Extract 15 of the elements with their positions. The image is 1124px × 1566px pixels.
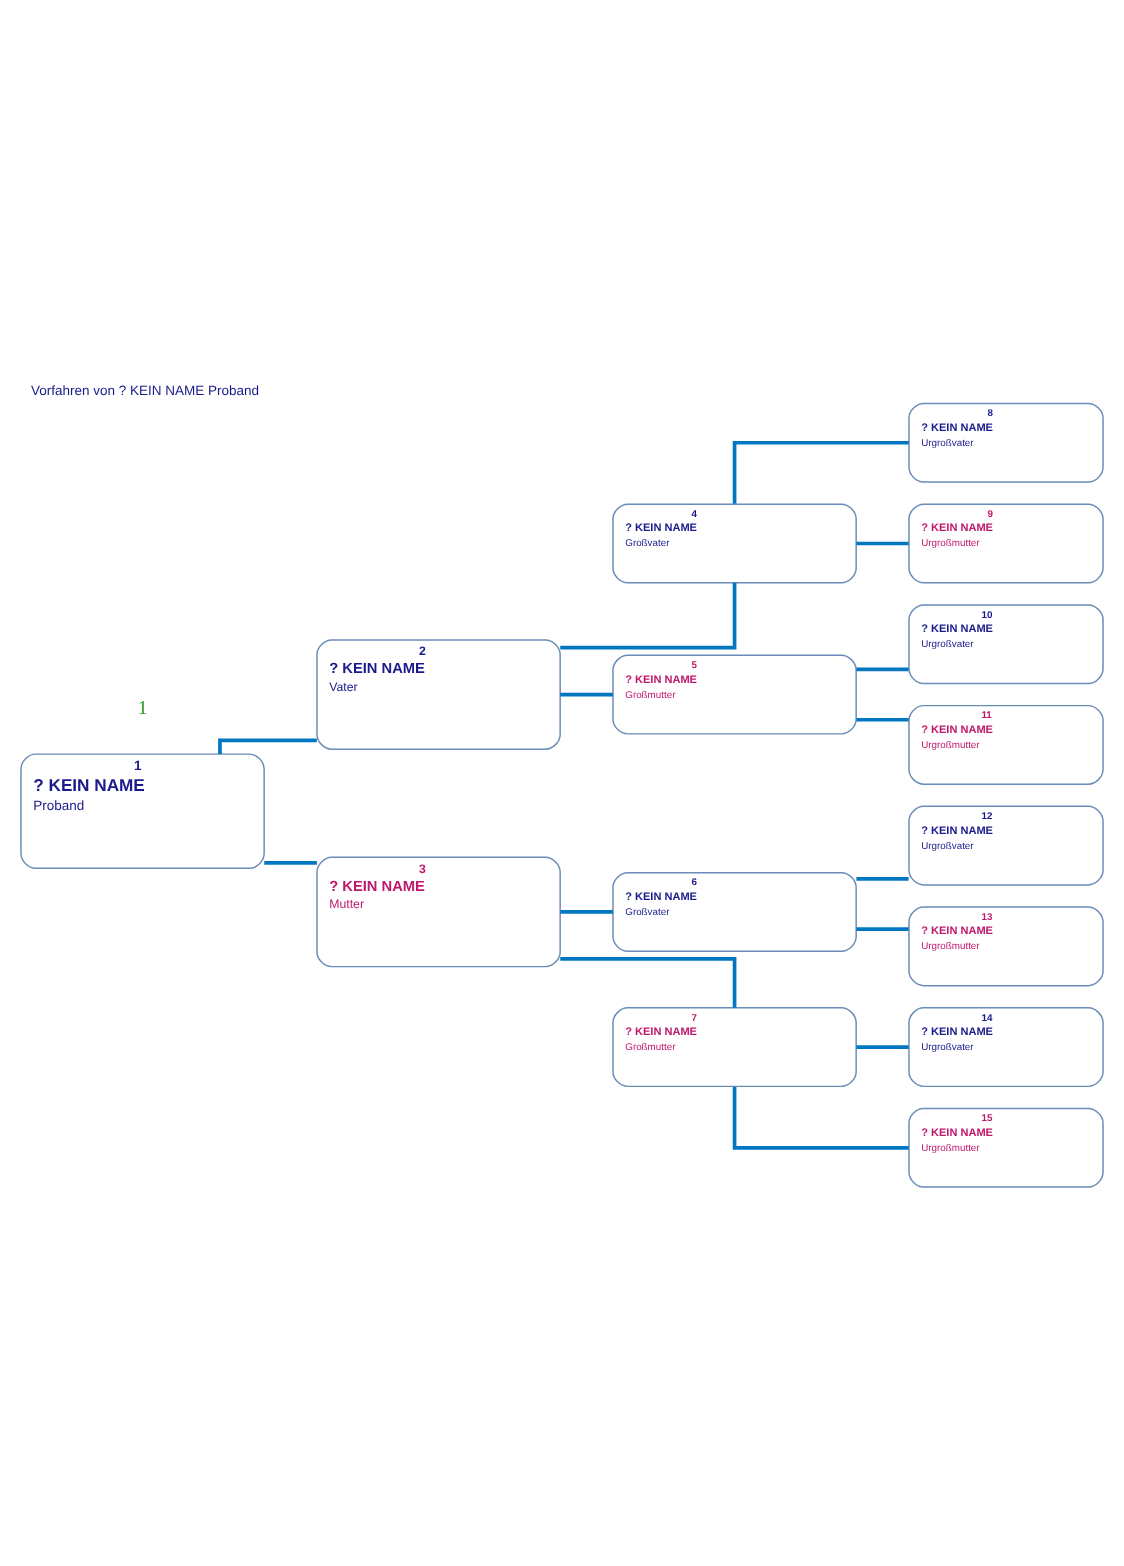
connector — [856, 667, 909, 672]
connector — [264, 861, 317, 865]
connector — [732, 440, 909, 504]
connector — [856, 1045, 909, 1049]
connector — [856, 717, 909, 722]
connector — [856, 541, 909, 546]
connector — [560, 692, 613, 697]
connector — [560, 582, 737, 650]
label: 1 — [137, 697, 148, 720]
connector — [560, 957, 737, 1008]
connector — [732, 1086, 909, 1150]
connector — [856, 927, 909, 931]
connector — [218, 738, 317, 754]
connector — [856, 876, 909, 881]
connector — [560, 910, 613, 914]
